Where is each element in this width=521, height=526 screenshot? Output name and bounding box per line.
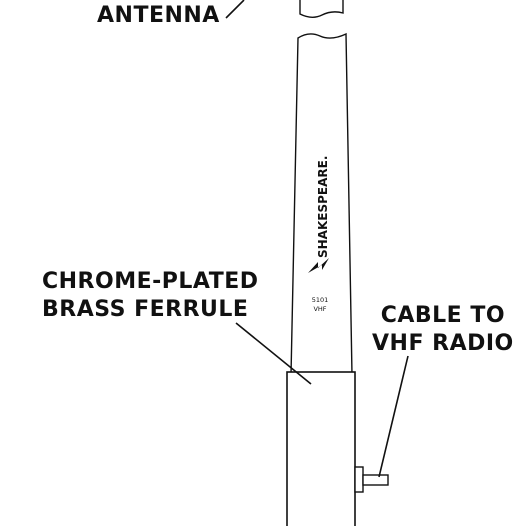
brand-marking: SHAKESPEARE. [316,156,330,258]
antenna-shaft [290,32,353,376]
ferrule-label: CHROME-PLATED BRASS FERRULE [42,268,259,324]
antenna-label: ANTENNA [97,2,220,30]
antenna-top-stub [299,0,344,18]
antenna-label-text: ANTENNA [97,3,220,28]
cable-label-line2: VHF RADIO [372,331,514,356]
ferrule-label-line2: BRASS FERRULE [42,297,249,322]
cable-connector [362,474,389,486]
cable-label-line1: CABLE TO [380,303,506,328]
leader-line-cable [378,355,409,478]
ferrule-body [286,371,356,526]
connector-nut [354,466,364,493]
ferrule-label-line1: CHROME-PLATED [42,269,259,294]
brand-swoosh-icon [308,258,329,273]
leader-line-ferrule [235,322,312,385]
leader-line-antenna [225,0,245,19]
band-marking: VHF [313,305,326,313]
cable-label: CABLE TO VHF RADIO [372,302,514,358]
model-marking: 5101 [312,296,329,304]
